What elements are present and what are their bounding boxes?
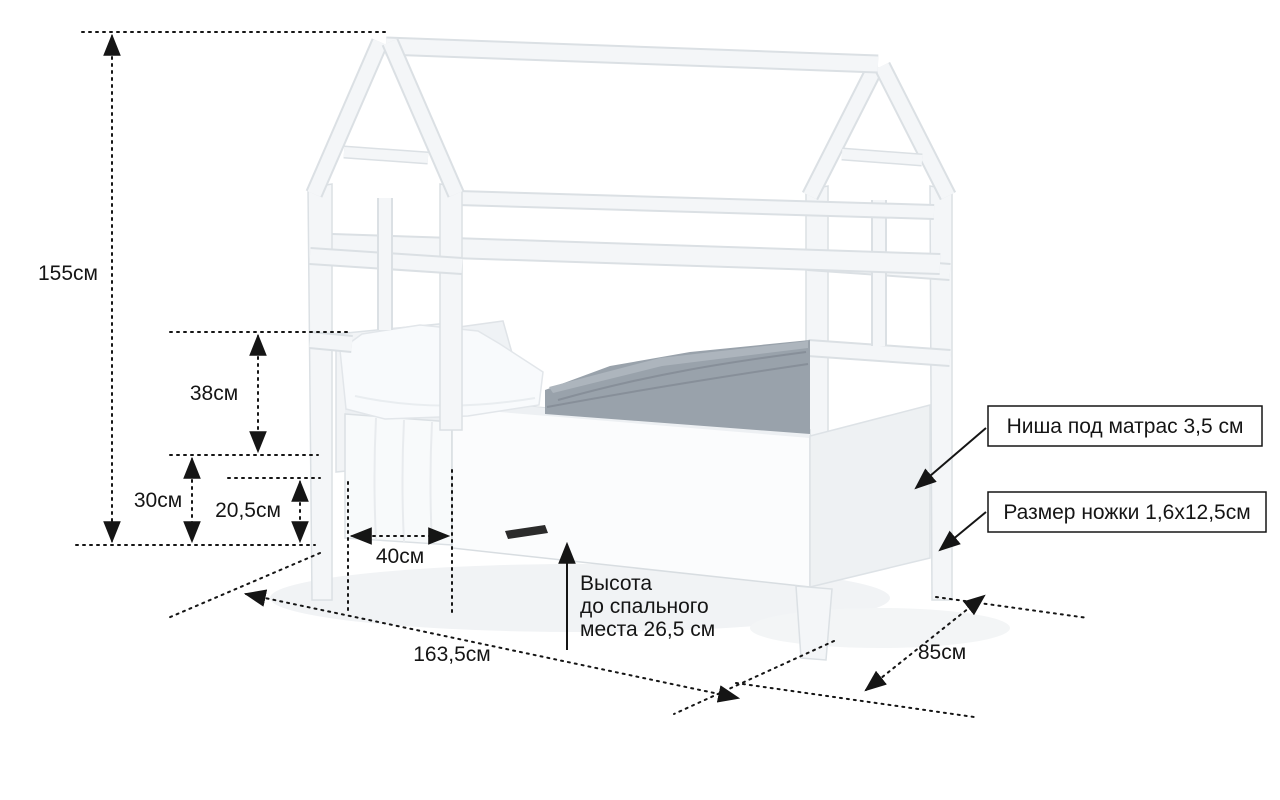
callout-leg-size: Размер ножки 1,6х12,5см bbox=[938, 491, 1267, 552]
leg-size-label: Размер ножки 1,6х12,5см bbox=[1003, 501, 1250, 524]
bed-depth-label: 85см bbox=[918, 641, 966, 664]
dimension-bed-length: 163,5см bbox=[167, 552, 835, 715]
barrier-height-label: 38см bbox=[190, 382, 238, 405]
dimension-opening-width: 40см bbox=[347, 469, 453, 615]
dimension-barrier-height: 38см bbox=[169, 331, 351, 456]
dimension-side-panel: 20,5см bbox=[215, 477, 321, 544]
foot-end-panel bbox=[809, 404, 931, 588]
front-right-leg bbox=[795, 585, 833, 661]
callout-mattress-niche: Ниша под матрас 3,5 см bbox=[914, 405, 1263, 490]
leg-clearance-label: 30см bbox=[134, 489, 182, 512]
mattress-niche-label: Ниша под матрас 3,5 см bbox=[1007, 415, 1244, 438]
front-gable bbox=[305, 38, 465, 601]
floor-shadow-right bbox=[750, 608, 1010, 648]
bed-length-label: 163,5см bbox=[413, 643, 491, 666]
bed-illustration bbox=[270, 36, 1010, 661]
sleep-height-line1: Высота bbox=[580, 572, 652, 595]
sleep-height-line2: до спального bbox=[580, 595, 709, 618]
roof-beams bbox=[331, 36, 941, 275]
total-height-label: 155см bbox=[38, 262, 98, 285]
mattress-side bbox=[344, 404, 453, 546]
dimensions: 155см 38см 30см 20,5см 40см bbox=[38, 31, 1267, 718]
latch-detail bbox=[505, 525, 548, 539]
side-panel-label: 20,5см bbox=[215, 499, 281, 522]
dimension-bed-depth: 85см bbox=[735, 594, 1089, 718]
dimension-sleep-height: Высота до спального места 26,5 см bbox=[558, 541, 715, 650]
dimension-total-height: 155см bbox=[38, 31, 387, 546]
sleep-height-line3: места 26,5 см bbox=[580, 618, 715, 641]
dimension-leg-clearance: 30см bbox=[134, 456, 201, 544]
blanket bbox=[545, 340, 810, 434]
opening-width-label: 40см bbox=[376, 545, 424, 568]
